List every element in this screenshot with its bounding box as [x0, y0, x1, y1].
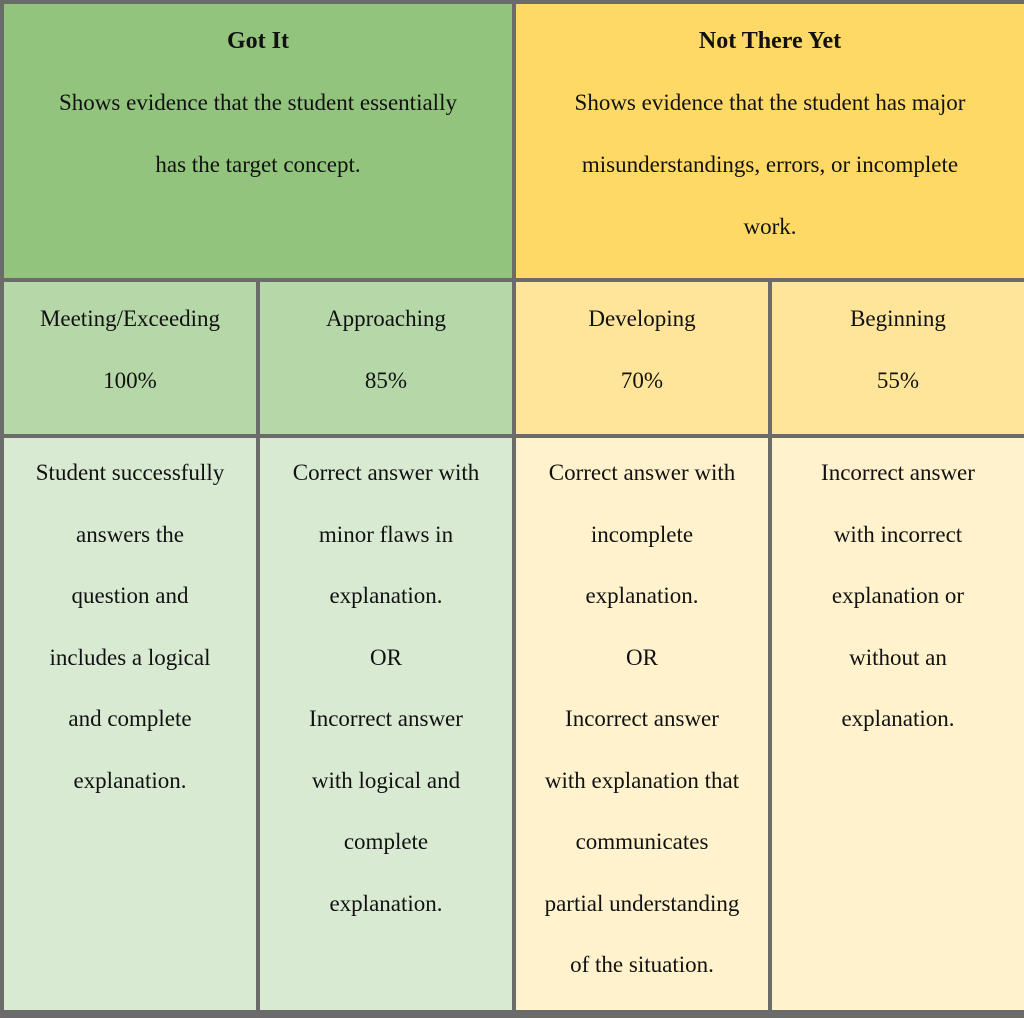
- criteria-approaching: Correct answer with minor flaws in expla…: [260, 438, 512, 1010]
- level-percent: 55%: [876, 368, 920, 393]
- level-percent: 85%: [364, 368, 408, 393]
- got-it-description-line: has the target concept.: [155, 152, 361, 177]
- level-beginning: Beginning 55%: [772, 282, 1024, 434]
- got-it-header: Got It Shows evidence that the student e…: [4, 4, 512, 278]
- not-there-yet-title: Not There Yet: [698, 28, 842, 54]
- criteria-line: OR: [370, 644, 402, 670]
- not-there-yet-description-line: misunderstandings, errors, or incomplete: [581, 152, 959, 177]
- criteria-line: explanation.: [841, 706, 955, 731]
- criteria-line: with incorrect: [833, 521, 963, 547]
- level-approaching: Approaching 85%: [260, 282, 512, 434]
- criteria-line: without an: [849, 644, 947, 670]
- level-percent: 70%: [620, 368, 664, 393]
- not-there-yet-header: Not There Yet Shows evidence that the st…: [516, 4, 1024, 278]
- level-name: Developing: [588, 306, 696, 331]
- criteria-line: explanation.: [73, 767, 187, 793]
- level-developing: Developing 70%: [516, 282, 768, 434]
- criteria-line: complete: [343, 829, 429, 854]
- criteria-meeting-exceeding: Student successfully answers the questio…: [4, 438, 256, 1010]
- criteria-line: explanation.: [585, 583, 699, 608]
- criteria-line: partial understanding: [544, 890, 740, 916]
- criteria-line: Correct answer with: [548, 460, 736, 485]
- criteria-developing: Correct answer with incomplete explanati…: [516, 438, 768, 1010]
- criteria-line: OR: [626, 644, 658, 670]
- criteria-line: explanation.: [329, 890, 443, 916]
- criteria-line: incomplete: [590, 521, 694, 547]
- criteria-line: and complete: [68, 706, 192, 731]
- criteria-line: with explanation that: [544, 767, 740, 793]
- criteria-line: Incorrect answer: [565, 706, 719, 731]
- criteria-line: Student successfully: [35, 460, 225, 485]
- criteria-line: explanation.: [329, 583, 443, 608]
- level-name: Approaching: [325, 306, 447, 331]
- criteria-line: includes a logical: [49, 644, 211, 670]
- got-it-title: Got It: [227, 28, 289, 54]
- got-it-description-line: Shows evidence that the student essentia…: [59, 90, 457, 115]
- criteria-line: with logical and: [311, 767, 461, 793]
- level-name: Meeting/Exceeding: [39, 306, 221, 331]
- criteria-beginning: Incorrect answer with incorrect explanat…: [772, 438, 1024, 1010]
- criteria-line: Incorrect answer: [309, 706, 463, 731]
- level-percent: 100%: [103, 368, 157, 393]
- level-name: Beginning: [850, 306, 946, 331]
- criteria-line: Incorrect answer: [821, 460, 975, 485]
- criteria-line: minor flaws in: [318, 521, 454, 547]
- not-there-yet-description-line: Shows evidence that the student has majo…: [574, 90, 966, 115]
- criteria-line: answers the: [76, 521, 184, 547]
- criteria-line: Correct answer with: [292, 460, 480, 485]
- criteria-line: question and: [71, 583, 189, 608]
- criteria-line: of the situation.: [570, 952, 714, 977]
- not-there-yet-description-line: work.: [743, 214, 797, 239]
- criteria-line: explanation or: [831, 583, 965, 608]
- criteria-line: communicates: [575, 829, 709, 854]
- level-meeting-exceeding: Meeting/Exceeding 100%: [4, 282, 256, 434]
